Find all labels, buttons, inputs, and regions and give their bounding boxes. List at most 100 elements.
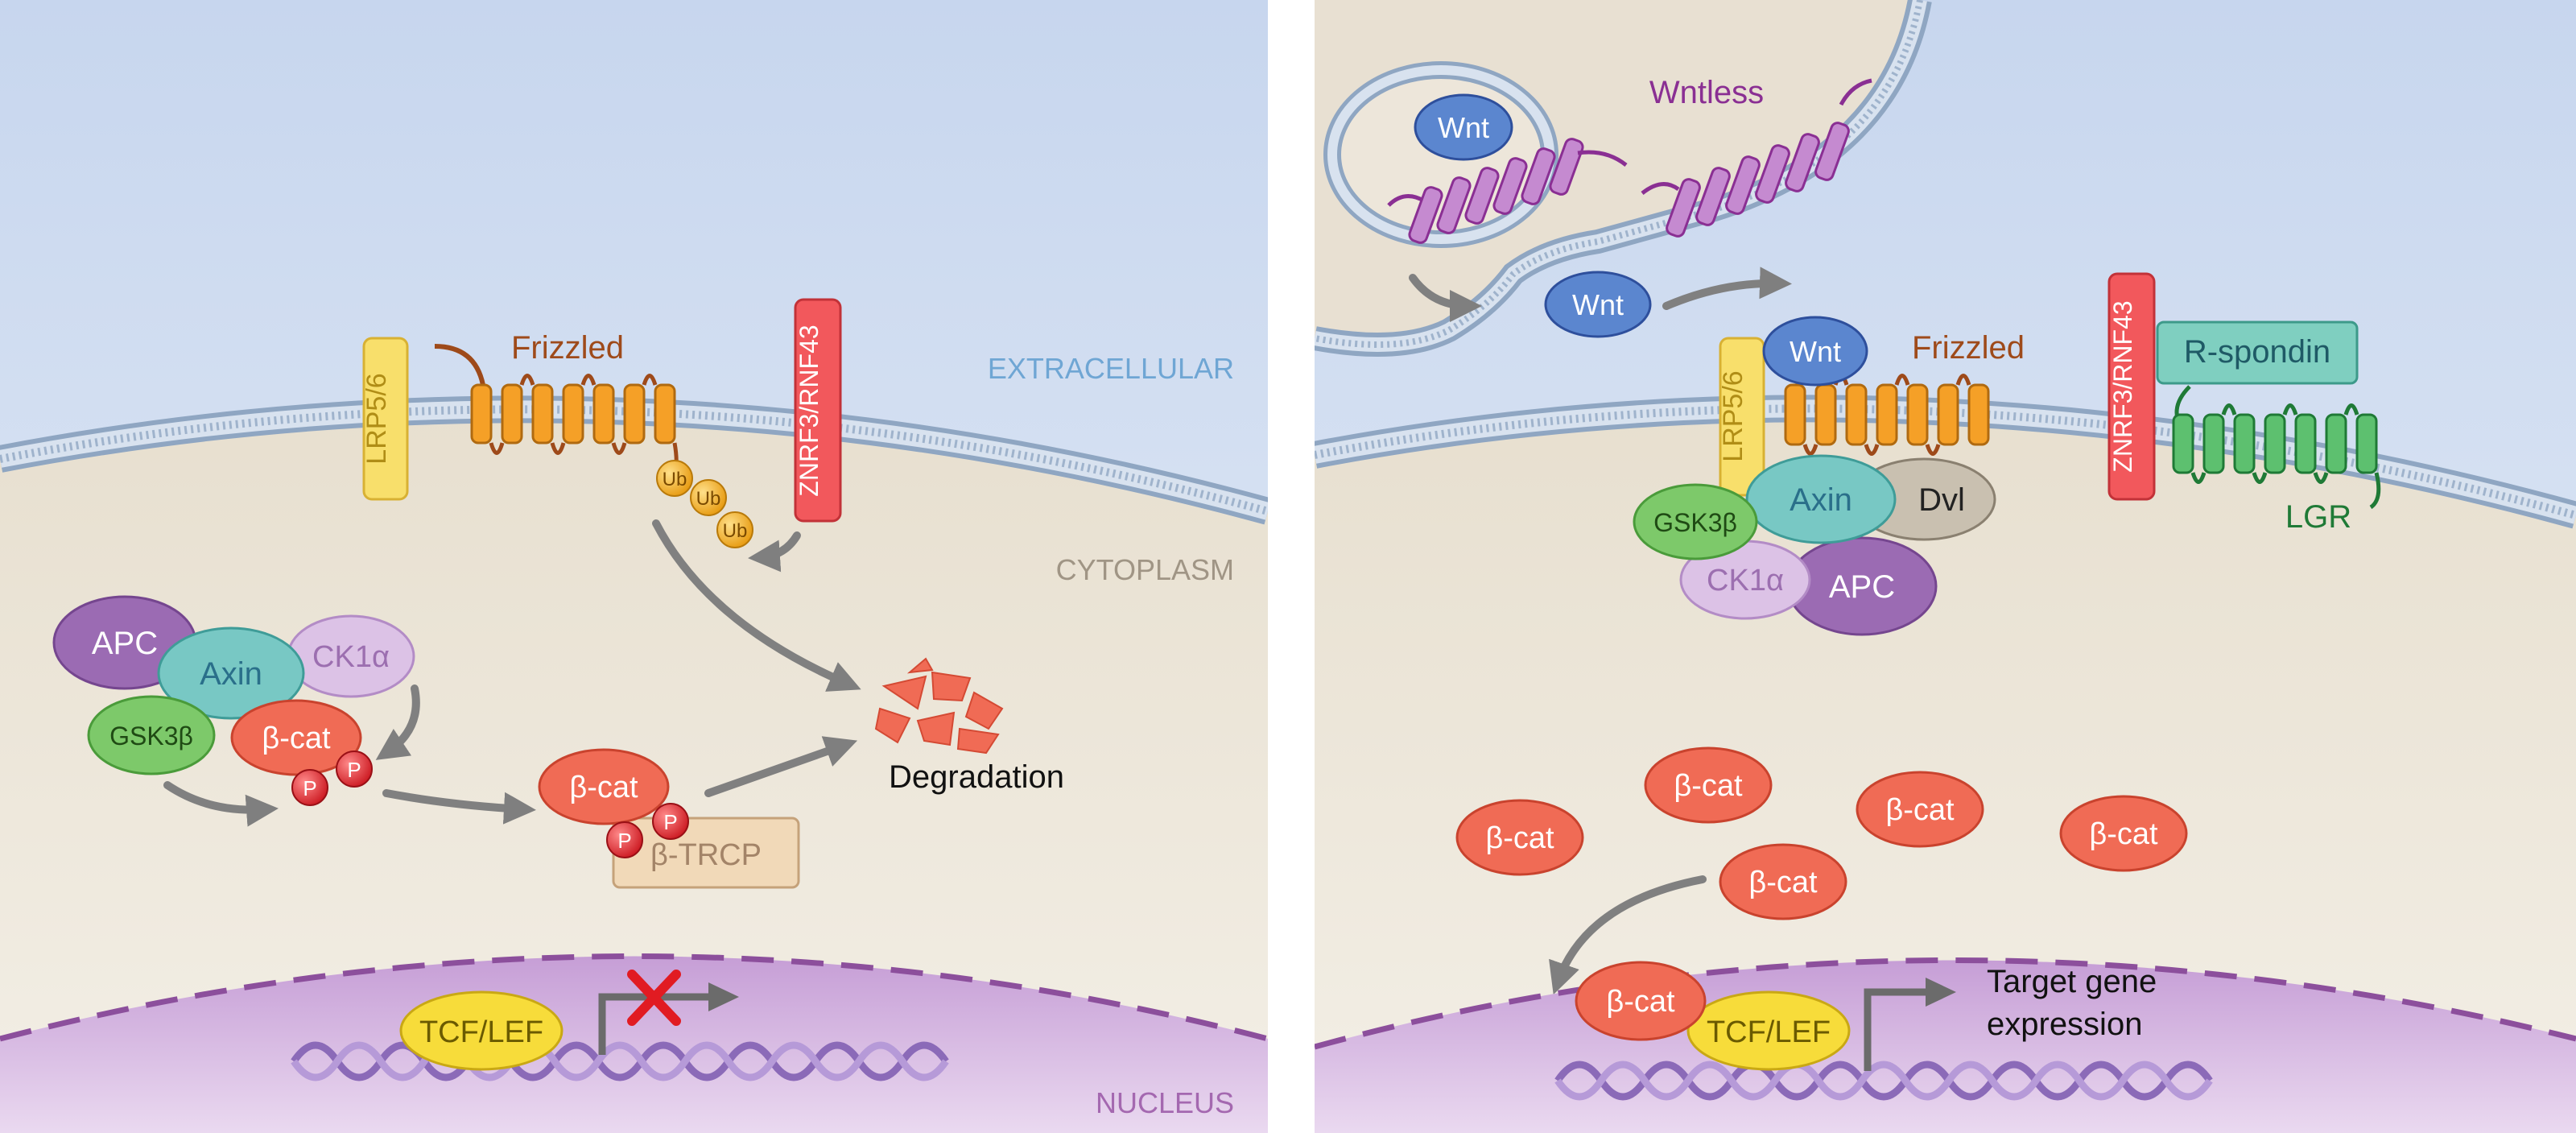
lrp-receptor: LRP5/6 [361,337,409,501]
phospho-label-1: P [303,776,316,800]
tcf-lef-protein [399,990,564,1071]
bcat-protein-trcp [538,748,670,825]
arrow-wnt-to-receptor [1662,267,1792,310]
ubiquitin-chain: Ub Ub Ub [656,460,753,548]
right-cytoplasm-region [1315,408,2576,1133]
bcat-trcp-label: β-cat [569,771,638,804]
axin-protein-right [1745,454,1897,544]
znrf3-label-right: ZNRF3/RNF43 [2108,300,2137,472]
right-panel: Wntless Wnt Wnt LRP5/6 [1315,0,2576,1133]
znrf3-receptor-right: ZNRF3/RNF43 [2107,272,2156,501]
bcat-protein-complex [230,699,362,776]
gsk3-label: GSK3β [109,722,193,751]
axin-label: Axin [200,656,262,692]
bcat-free-label-5: β-cat [1748,866,1818,899]
ck1-label: CK1α [312,640,390,674]
ck1-label-right: CK1α [1707,564,1784,598]
lrp-label: LRP5/6 [361,373,392,464]
arrow-bcat-to-trcp [382,789,536,825]
trcp-label: β-TRCP [650,838,762,872]
wntless-protein-2 [1641,78,1872,238]
axin-label-right: Axin [1790,482,1852,518]
bcat-complex-label: β-cat [262,722,331,755]
dvl-label: Dvl [1918,482,1965,518]
rspondin-label: R-spondin [2184,334,2330,370]
panel-divider [1268,0,1315,1133]
lrp-label-right: LRP5/6 [1718,370,1748,461]
tcf-lef-label-right: TCF/LEF [1707,1015,1831,1049]
bcat-nuclear [1575,961,1707,1041]
left-arrows [163,519,861,827]
wntless-protein-1 [1387,138,1628,244]
wnt-ligand-vesicle [1414,93,1513,161]
bcat-trcp-complex: β-TRCP β-cat P P [538,748,800,889]
signalosome: Dvl APC CK1α Axin GSK3β [1633,454,1996,636]
wnt-label-1: Wnt [1438,111,1489,144]
destruction-complex: APC CK1α Axin GSK3β β-cat P P [52,595,415,806]
transcription-arrow-active [1864,988,1932,1071]
znrf3-label: ZNRF3/RNF43 [795,325,824,496]
bcat-free-label-4: β-cat [2089,817,2158,851]
gsk3-label-right: GSK3β [1653,508,1737,537]
target-expression-label: expression [1987,1007,2142,1042]
bcat-free-label-1: β-cat [1485,821,1554,855]
dna-helix-right [1554,1061,2213,1101]
phospho-label-2: P [347,758,361,782]
degradation-fragments [874,657,1004,755]
lgr-receptor: LGR [2172,385,2381,535]
bcat-free-1 [1455,799,1584,876]
transcription-arrowhead-active [1926,978,1956,1007]
bcat-free-2 [1644,746,1773,824]
ub-label-3: Ub [723,520,748,542]
tcf-lef-protein-right [1686,990,1851,1071]
wnt-label-3: Wnt [1790,335,1841,368]
left-panel: EXTRACELLULAR CYTOPLASM NUCLEUS LRP5/6 F… [0,0,1268,1133]
bcat-free-label-3: β-cat [1885,793,1955,827]
right-arrows [1409,267,1792,995]
arrow-vesicle-release [1409,274,1482,322]
axin-protein [157,626,305,720]
free-bcat-pool: β-cat β-cat β-cat β-cat β-cat [1455,746,2188,920]
arrow-bcat-to-nucleus [1549,875,1707,995]
arrow-ck1-to-bcat [375,684,420,760]
lgr-label: LGR [2285,499,2351,535]
phospho-2 [336,751,373,788]
bcat-free-3 [1856,771,1984,848]
wntless-label: Wntless [1649,75,1764,110]
bcat-free-label-2: β-cat [1674,769,1743,803]
znrf3-receptor: ZNRF3/RNF43 [794,298,842,523]
phospho-label-3: P [617,829,631,853]
frizzled-label-right: Frizzled [1912,330,2025,366]
lrp-receptor-right: LRP5/6 [1718,337,1765,497]
block-x-icon [627,970,681,1026]
apc-label: APC [92,626,158,661]
target-gene-label: Target gene [1987,964,2157,999]
rspondin-protein [2156,320,2359,385]
phospho-label-4: P [663,810,677,834]
label-nucleus: NUCLEUS [1096,1086,1234,1119]
phospho-4 [652,803,689,840]
frizzled-receptor-right: Frizzled [1784,330,2025,456]
frizzled-receptor: Frizzled [434,330,679,486]
transcription-arrow-blocked [598,993,716,1055]
arrow-znrf3-to-ub [748,531,801,573]
left-nucleus-region [0,956,1268,1133]
gsk3-protein-right [1633,483,1758,560]
gsk3-protein [87,695,216,775]
phospho-1 [291,769,328,806]
right-nuclear-envelope [1315,957,2576,1050]
ub-label-1: Ub [663,469,687,490]
apc-label-right: APC [1829,569,1895,605]
bcat-nuclear-label: β-cat [1606,985,1675,1019]
transcription-arrowhead [708,982,739,1011]
label-extracellular: EXTRACELLULAR [988,352,1234,385]
ub-label-2: Ub [696,488,721,510]
arrow-trcp-to-degradation [704,736,858,797]
frizzled-label: Frizzled [511,330,624,366]
label-cytoplasm: CYTOPLASM [1056,553,1234,586]
wnt-ligand-bound [1762,316,1868,387]
bcat-free-5 [1719,843,1847,920]
phospho-3 [606,821,643,858]
dna-helix-left [291,1041,949,1081]
arrow-frizzled-degradation [652,519,861,692]
